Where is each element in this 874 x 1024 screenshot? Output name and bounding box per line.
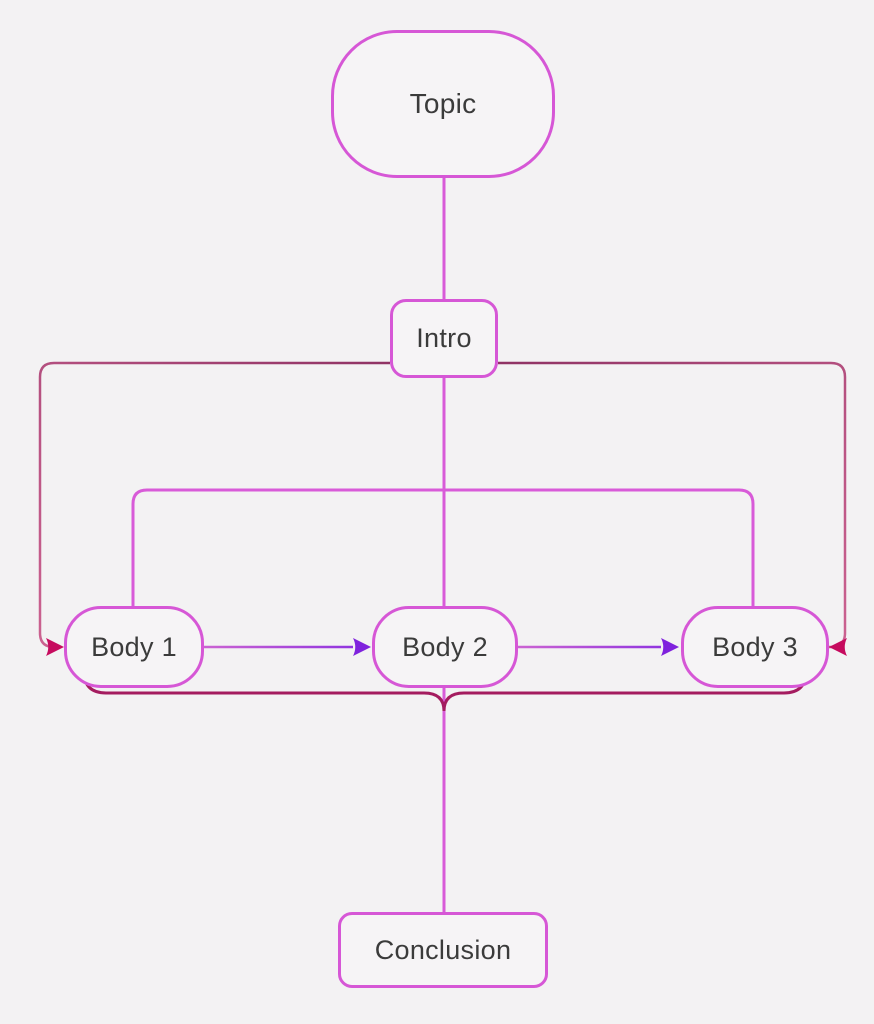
node-body3[interactable]: Body 3 xyxy=(681,606,829,688)
node-topic[interactable]: Topic xyxy=(331,30,555,178)
edge-intro-body3-branch xyxy=(444,488,755,606)
node-intro-label: Intro xyxy=(416,323,472,353)
node-body3-label: Body 3 xyxy=(712,631,798,662)
arrowhead-body1-body2-icon xyxy=(353,638,371,656)
node-body2-label: Body 2 xyxy=(402,631,488,662)
node-topic-label: Topic xyxy=(409,88,477,119)
node-body1[interactable]: Body 1 xyxy=(64,606,204,688)
edge-intro-body1-branch xyxy=(131,488,444,606)
arrowhead-loop-body1-icon xyxy=(46,638,64,656)
node-conclusion[interactable]: Conclusion xyxy=(338,912,548,988)
node-intro[interactable]: Intro xyxy=(390,299,498,378)
node-body2[interactable]: Body 2 xyxy=(372,606,518,688)
node-conclusion-label: Conclusion xyxy=(374,934,512,965)
node-body1-label: Body 1 xyxy=(91,631,177,662)
arrowhead-loop-body3-icon xyxy=(829,638,847,656)
arrowhead-body2-body3-icon xyxy=(661,638,679,656)
